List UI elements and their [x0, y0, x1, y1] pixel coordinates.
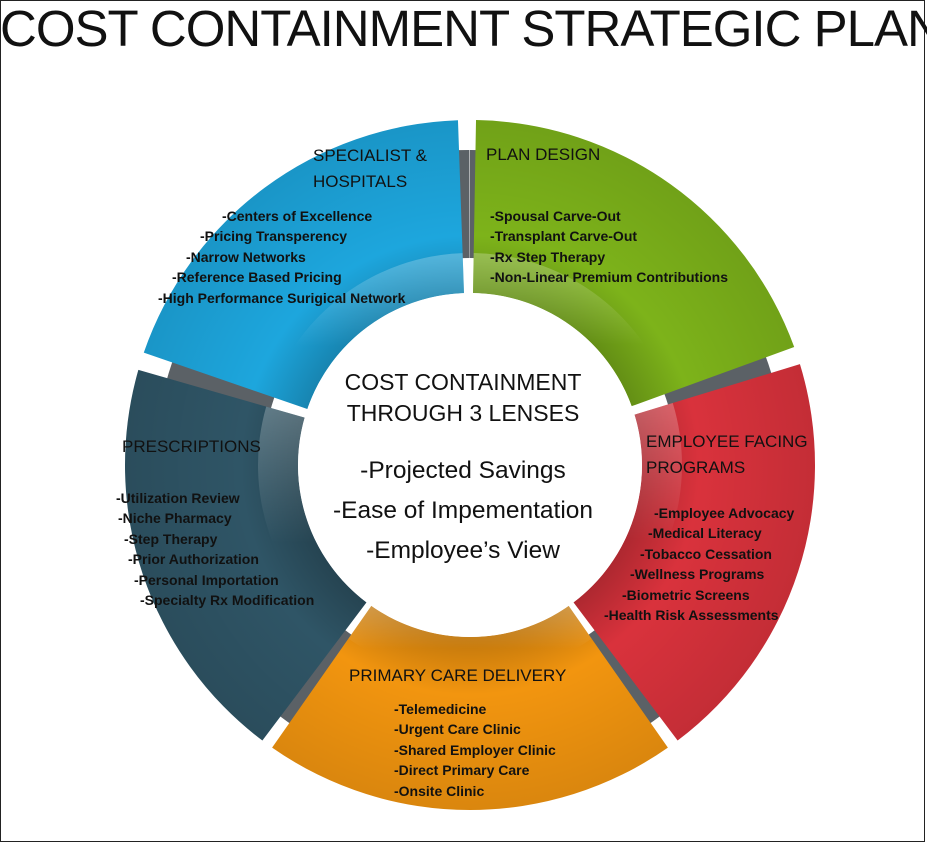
- specialist-hospitals-title: SPECIALIST & HOSPITALS: [313, 146, 428, 191]
- segment-shade-specialist-hospitals: [143, 120, 464, 410]
- list-item: -Direct Primary Care: [394, 762, 530, 779]
- list-item: -Medical Literacy: [648, 525, 762, 542]
- plan-design-items: -Spousal Carve-Out -Transplant Carve-Out…: [490, 206, 728, 288]
- list-item: -Tobacco Cessation: [640, 545, 772, 562]
- segment-shade-primary-care-delivery: [272, 605, 668, 810]
- list-item: -Step Therapy: [124, 530, 218, 547]
- list-item: -Shared Employer Clinic: [394, 741, 556, 758]
- segment-gloss-prescriptions: [258, 406, 367, 635]
- lens-item: -Ease of Impementation: [332, 497, 594, 524]
- list-item: -Wellness Programs: [630, 566, 765, 583]
- list-item: -Centers of Excellence: [222, 208, 373, 224]
- list-item: -Onsite Clinic: [394, 782, 485, 799]
- plan-design-title: PLAN DESIGN: [486, 145, 601, 164]
- list-item: -Urgent Care Clinic: [394, 721, 521, 738]
- center-disc: [298, 293, 642, 637]
- segment-gloss-plan-design: [473, 253, 670, 407]
- list-item: -Reference Based Pricing: [172, 269, 342, 286]
- prescriptions-title: PRESCRIPTIONS: [122, 437, 261, 456]
- segment-shade-plan-design: [473, 120, 795, 407]
- list-item: -High Performance Surigical Network: [158, 289, 406, 306]
- primary-care-delivery-title: PRIMARY CARE DELIVERY: [349, 666, 567, 685]
- specialist-hospitals-items: -Centers of Excellence -Pricing Transper…: [158, 206, 405, 308]
- center-lenses: -Projected Savings -Ease of Impementatio…: [300, 451, 626, 571]
- prescriptions-items: -Utilization Review -Niche Pharmacy -Ste…: [116, 488, 314, 610]
- segment-gloss-primary-care-delivery: [348, 605, 592, 677]
- center-title: COST CONTAINMENT THROUGH 3 LENSES: [344, 369, 582, 426]
- list-item: -Employee Advocacy: [654, 505, 795, 521]
- segment-gloss-specialist-hospitals: [269, 253, 464, 410]
- list-item: -Health Risk Assessments: [604, 607, 779, 624]
- list-item: -Biometric Screens: [622, 586, 750, 603]
- page-title: COST CONTAINMENT STRATEGIC PLAN: [0, 0, 927, 57]
- employee-facing-programs-title: EMPLOYEE FACING PROGRAMS: [646, 432, 808, 477]
- list-item: -Niche Pharmacy: [118, 510, 232, 527]
- list-item: -Transplant Carve-Out: [490, 228, 638, 245]
- segment-shade-prescriptions: [125, 369, 367, 741]
- list-item: -Pricing Transperency: [200, 228, 348, 245]
- list-item: -Spousal Carve-Out: [490, 208, 621, 224]
- segment-gloss-employee-facing-programs: [573, 403, 682, 635]
- list-item: -Prior Authorization: [128, 551, 259, 568]
- lens-item: -Projected Savings: [360, 457, 566, 484]
- list-item: -Specialty Rx Modification: [140, 592, 315, 609]
- list-item: -Telemedicine: [394, 701, 487, 717]
- list-item: -Non-Linear Premium Contributions: [490, 269, 728, 286]
- list-item: -Utilization Review: [116, 490, 240, 506]
- list-item: -Personal Importation: [134, 571, 279, 588]
- lens-item: -Employee’s View: [366, 537, 560, 564]
- primary-care-delivery-items: -Telemedicine -Urgent Care Clinic -Share…: [394, 699, 556, 801]
- list-item: -Narrow Networks: [186, 248, 306, 265]
- list-item: -Rx Step Therapy: [490, 248, 606, 265]
- employee-facing-programs-items: -Employee Advocacy -Medical Literacy -To…: [604, 503, 794, 625]
- segment-shade-employee-facing-programs: [573, 364, 815, 741]
